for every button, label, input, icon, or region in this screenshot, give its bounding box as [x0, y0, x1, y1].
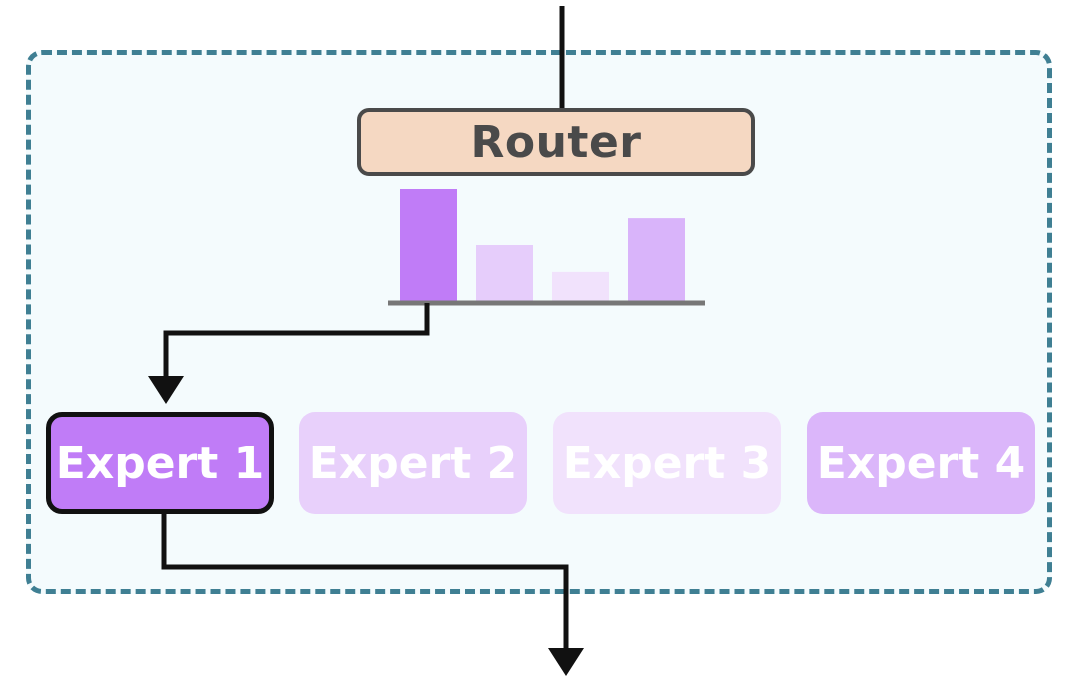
router-box: Router [357, 108, 755, 176]
expert-4-box: Expert 4 [807, 412, 1035, 514]
router-score-bars [400, 189, 685, 301]
expert-4-label: Expert 4 [816, 437, 1026, 489]
router-label: Router [470, 116, 642, 168]
expert-3-label: Expert 3 [562, 437, 772, 489]
expert-1-label: Expert 1 [55, 437, 265, 489]
score-bar-expert-4 [628, 218, 685, 301]
score-bar-expert-1 [400, 189, 457, 301]
output-arrow-line [161, 514, 569, 652]
output-arrowhead [548, 648, 584, 676]
expert-2-box: Expert 2 [299, 412, 527, 514]
expert-2-label: Expert 2 [308, 437, 518, 489]
router-to-expert-arrow-line [163, 303, 430, 380]
router-to-expert-arrowhead [148, 376, 184, 404]
expert-1-box: Expert 1 [46, 412, 274, 514]
score-bar-expert-2 [476, 245, 533, 301]
score-bar-expert-3 [552, 271, 609, 301]
expert-3-box: Expert 3 [553, 412, 781, 514]
